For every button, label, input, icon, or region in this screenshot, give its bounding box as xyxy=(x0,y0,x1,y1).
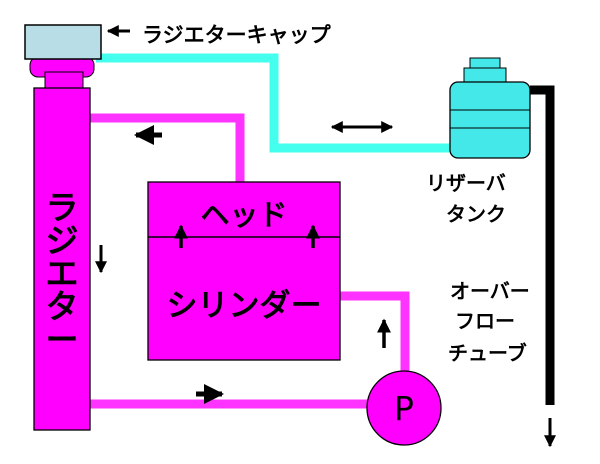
radiator-label-char: ジ xyxy=(46,221,79,260)
reserve-tank-label-line2: タンク xyxy=(446,202,506,226)
overflow-tube-label-line2: フロー xyxy=(455,309,515,333)
radiator-label-char: ー xyxy=(46,320,79,359)
overflow-tube-label-line3: チューブ xyxy=(448,341,527,365)
pump-label: P xyxy=(394,389,414,428)
head-label: ヘッド xyxy=(200,198,287,232)
radiator-label: ラ ジ エ タ ー xyxy=(46,188,79,359)
radiator-neck-lower xyxy=(44,71,84,91)
cylinder-label: シリンダー xyxy=(167,288,322,324)
radiator-cap xyxy=(24,24,102,60)
reserve-tank-label-line1: リザーバ xyxy=(426,171,506,195)
engine-block xyxy=(147,181,341,361)
radiator-cap-label: ラジエターキャップ xyxy=(142,23,332,47)
water-pump xyxy=(366,370,442,446)
coolant-pump-hose xyxy=(338,291,410,374)
overflow-tube-label-line1: オーバー xyxy=(450,279,530,303)
radiator xyxy=(33,87,91,431)
radiator-label-char: ラ xyxy=(46,188,79,227)
coolant-upper-hose xyxy=(90,113,245,184)
overflow-line xyxy=(96,53,450,153)
reserve-tank xyxy=(449,81,531,159)
overflow-tube xyxy=(530,85,555,405)
reserve-tank-neck xyxy=(463,67,507,83)
radiator-label-char: タ xyxy=(46,287,79,326)
radiator-label-char: エ xyxy=(46,254,79,293)
